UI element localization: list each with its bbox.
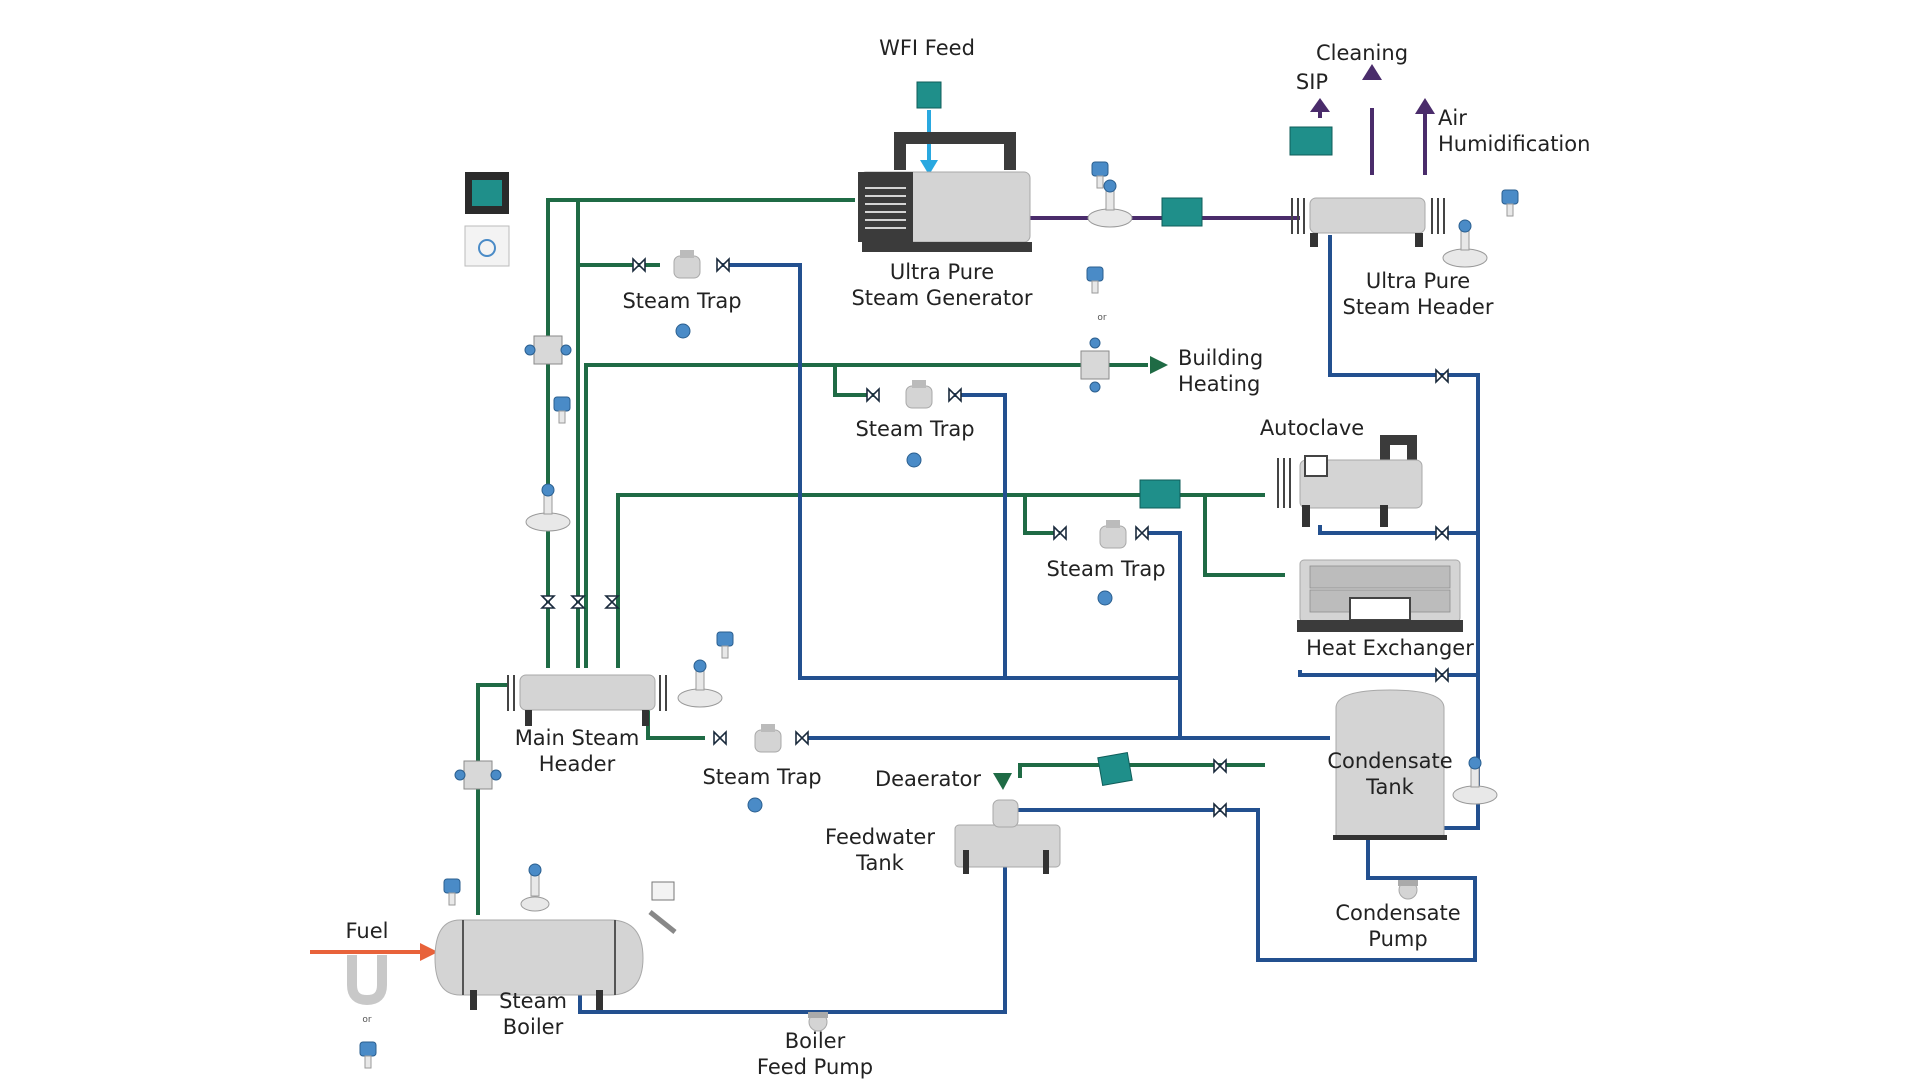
fuel-arrow-icon: [420, 943, 438, 961]
flow-meter-icon: [520, 179, 1498, 912]
heat-exchanger-label: Heat Exchanger: [1306, 636, 1474, 660]
steam-trap-1-icon: [673, 250, 701, 279]
ultra-pure-steam-generator-label-1: Ultra Pure: [890, 260, 994, 284]
vortex-meter-icon: [454, 335, 1110, 790]
condensate-pump: [1398, 880, 1418, 900]
acoustic-sensor-icon: [675, 323, 1113, 813]
ultra-pure-steam-generator-label-2: Steam Generator: [851, 286, 1032, 310]
boiler-feed-pump-label-1: Boiler: [785, 1029, 846, 1053]
wfi-feed-label: WFI Feed: [879, 36, 975, 60]
main-steam-header: [507, 674, 667, 726]
autoclave-label: Autoclave: [1260, 416, 1364, 440]
labels: WFI Feed Cleaning SIP Air Humidification…: [346, 36, 1591, 1079]
pressure-transmitter-icon: [359, 161, 1519, 1069]
valve-icons: [540, 257, 1449, 818]
coriolis-meter-icon: [347, 955, 387, 1006]
steam-trap-4-icon: [754, 724, 782, 753]
sip-arrow-icon: [1310, 98, 1330, 112]
or-label-2: or: [362, 1015, 372, 1025]
ultra-pure-steam-header-label-1: Ultra Pure: [1366, 269, 1470, 293]
condensate-pump-label-2: Pump: [1368, 927, 1427, 951]
building-heating-arrow-icon: [1150, 356, 1168, 374]
steam-trap-2-label: Steam Trap: [855, 417, 974, 441]
feedwater-tank-label-1: Feedwater: [825, 825, 935, 849]
boiler-analyzer-icon: [648, 881, 677, 934]
ultra-pure-steam-header-label-2: Steam Header: [1343, 295, 1494, 319]
autoclave: [1277, 435, 1423, 527]
boiler-feed-pump-label-2: Feed Pump: [757, 1055, 873, 1079]
wireless-monitor-icon: [916, 81, 1333, 786]
gateway-icon: [464, 172, 510, 267]
condensate-tank-label-2: Tank: [1365, 775, 1415, 799]
main-steam-header-label-2: Header: [539, 752, 616, 776]
air-humidification-arrow-icon: [1415, 98, 1435, 114]
condensate-tank: [1333, 689, 1447, 840]
wfi-feed-arrow-icon: [920, 160, 938, 175]
ultra-pure-steam-generator: [858, 132, 1032, 252]
steam-boiler: [434, 919, 644, 1010]
boiler-feed-pump: [808, 1012, 828, 1032]
fuel-label: Fuel: [346, 919, 389, 943]
air-humidification-label-1: Air: [1438, 106, 1467, 130]
cleaning-arrow-icon: [1362, 64, 1382, 80]
building-heating-label-2: Heating: [1178, 372, 1260, 396]
or-label-1: or: [1097, 313, 1107, 323]
condensate-tank-label-1: Condensate: [1327, 749, 1452, 773]
steam-boiler-label-1: Steam: [499, 989, 567, 1013]
deaerator-inlet-arrow-icon: [993, 773, 1012, 790]
feedwater-tank: [954, 799, 1061, 874]
feedwater-tank-label-2: Tank: [855, 851, 905, 875]
air-humidification-label-2: Humidification: [1438, 132, 1590, 156]
steam-boiler-label-2: Boiler: [503, 1015, 564, 1039]
sip-label: SIP: [1296, 70, 1328, 94]
condensate-lines: [578, 235, 1480, 1014]
heat-exchanger: [1297, 559, 1463, 632]
cleaning-label: Cleaning: [1316, 41, 1408, 65]
steam-trap-4-label: Steam Trap: [702, 765, 821, 789]
ultra-pure-steam-header: [1291, 197, 1445, 247]
steam-trap-1-label: Steam Trap: [622, 289, 741, 313]
condensate-pump-label-1: Condensate: [1335, 901, 1460, 925]
building-heating-label-1: Building: [1178, 346, 1263, 370]
steam-trap-2-icon: [905, 380, 933, 409]
main-steam-header-label-1: Main Steam: [515, 726, 640, 750]
deaerator-label: Deaerator: [875, 767, 981, 791]
steam-trap-3-icon: [1099, 520, 1127, 549]
steam-trap-3-label: Steam Trap: [1046, 557, 1165, 581]
